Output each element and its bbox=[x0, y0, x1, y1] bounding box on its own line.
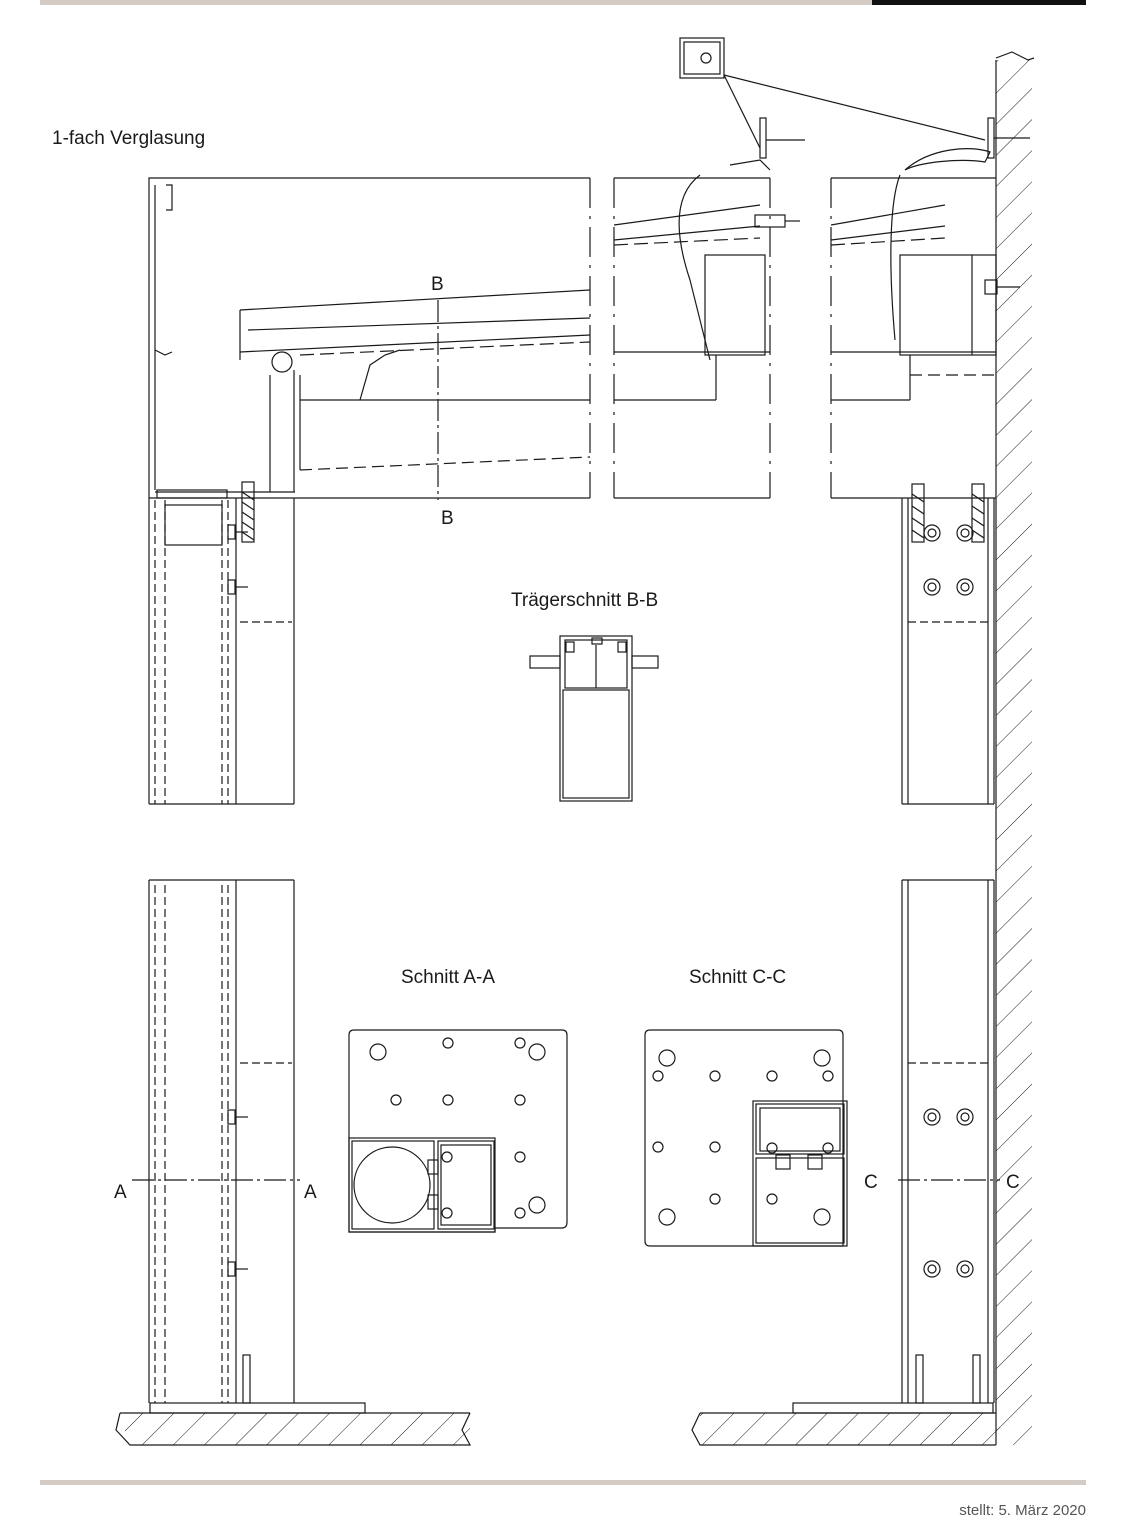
beam-section-bb bbox=[529, 635, 659, 802]
drawing-title: 1-fach Verglasung bbox=[52, 128, 205, 149]
footer-date: stellt: 5. März 2020 bbox=[959, 1502, 1086, 1519]
section-c-right-marker: C bbox=[1006, 1172, 1020, 1193]
beam-section-title: Trägerschnitt B-B bbox=[511, 590, 658, 611]
section-b-bottom-marker: B bbox=[441, 508, 454, 529]
section-a-right-marker: A bbox=[304, 1182, 317, 1203]
section-aa bbox=[348, 1029, 568, 1233]
section-aa-title: Schnitt A-A bbox=[401, 967, 495, 988]
section-cc-title: Schnitt C-C bbox=[689, 967, 786, 988]
right-column-upper bbox=[901, 483, 995, 805]
right-wall-connection bbox=[830, 117, 1030, 499]
top-accent-bar bbox=[40, 0, 872, 5]
floor-slab-right bbox=[691, 1402, 1000, 1446]
masonry-wall bbox=[995, 51, 1035, 1445]
middle-wall-connection bbox=[613, 117, 805, 499]
right-column-lower bbox=[898, 879, 1000, 1404]
bottom-accent-bar bbox=[40, 1480, 1086, 1485]
left-column-lower bbox=[132, 879, 300, 1404]
detail-callout bbox=[679, 37, 986, 149]
section-b-top-marker: B bbox=[431, 274, 444, 295]
section-c-left-marker: C bbox=[864, 1172, 878, 1193]
left-eave-section bbox=[148, 177, 591, 500]
floor-slab-left bbox=[115, 1402, 471, 1446]
left-column-upper bbox=[148, 481, 295, 805]
section-a-left-marker: A bbox=[114, 1182, 127, 1203]
top-dark-bar bbox=[872, 0, 1086, 5]
section-cc bbox=[644, 1029, 848, 1247]
